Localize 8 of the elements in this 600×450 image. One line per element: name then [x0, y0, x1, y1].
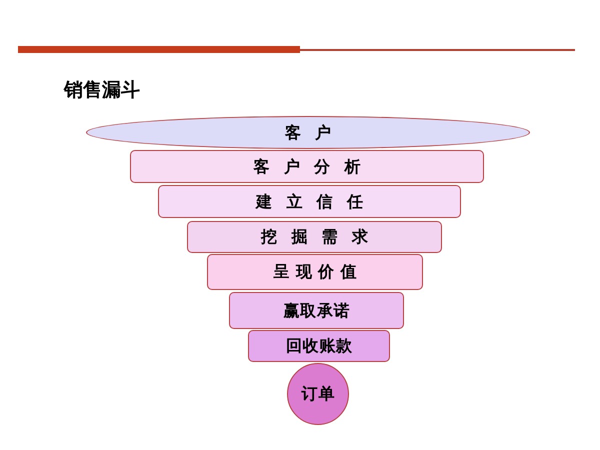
funnel-stage: 挖掘需求: [187, 221, 442, 253]
funnel-stage: 赢取承诺: [229, 292, 404, 329]
title: 销售漏斗: [64, 78, 140, 103]
funnel-stage: 客户分析: [130, 150, 484, 183]
funnel-stage: 建立信任: [158, 185, 461, 218]
funnel-ellipse: 客户: [86, 116, 530, 149]
funnel-stage: 回收账款: [248, 330, 390, 362]
funnel-stage: 呈现价值: [207, 254, 423, 290]
